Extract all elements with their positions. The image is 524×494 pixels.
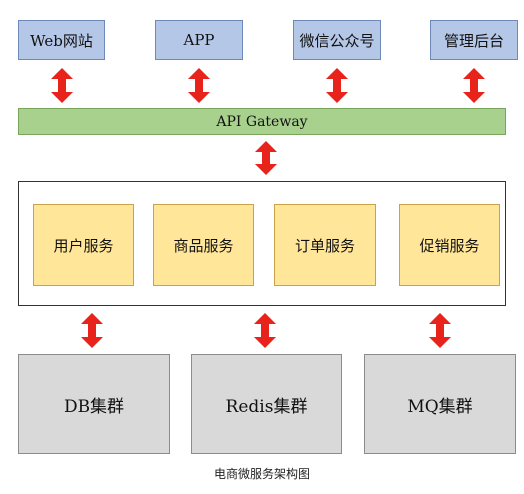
arrow-services-redis <box>254 313 276 348</box>
arrow-admin-gateway <box>463 68 485 103</box>
service-order: 订单服务 <box>274 204 376 286</box>
client-app: APP <box>155 20 243 60</box>
diagram-caption: 电商微服务架构图 <box>213 466 310 481</box>
arrow-gateway-services <box>255 141 277 175</box>
service-product: 商品服务 <box>153 204 254 286</box>
client-web: Web网站 <box>18 20 105 60</box>
infra-mq: MQ集群 <box>364 354 516 454</box>
client-admin: 管理后台 <box>430 20 518 60</box>
service-user: 用户服务 <box>33 204 134 286</box>
arrow-services-mq <box>429 313 451 348</box>
api-gateway: API Gateway <box>18 108 506 135</box>
arrow-web-gateway <box>51 68 73 103</box>
arrow-app-gateway <box>188 68 210 103</box>
client-wechat: 微信公众号 <box>293 20 381 60</box>
service-promotion: 促销服务 <box>399 204 500 286</box>
infra-redis: Redis集群 <box>191 354 342 454</box>
infra-db: DB集群 <box>18 354 170 454</box>
arrow-services-db <box>81 313 103 348</box>
arrow-wechat-gateway <box>326 68 348 103</box>
